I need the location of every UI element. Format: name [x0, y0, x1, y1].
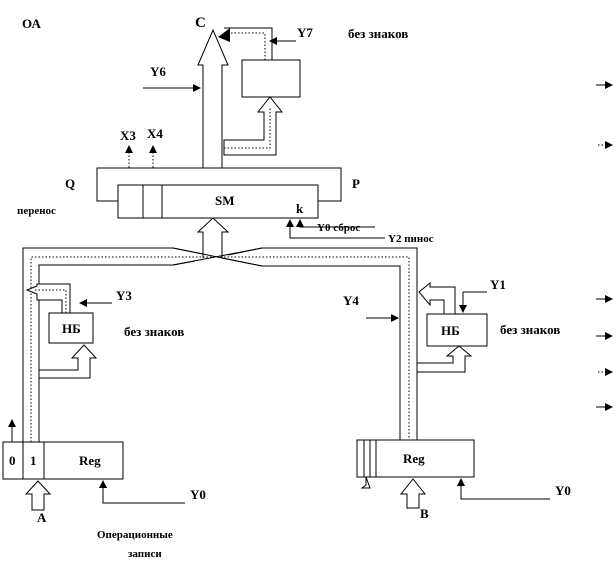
label-perenos: перенос	[17, 205, 56, 217]
label-sm: SM	[215, 193, 235, 208]
sm-to-block-dotted	[224, 108, 271, 149]
input-b-arrow	[399, 478, 427, 509]
label-k: k	[296, 201, 304, 216]
label-y4: Y4	[343, 293, 359, 308]
nb-right-block	[426, 313, 488, 347]
label-y7: Y7	[297, 25, 313, 40]
label-bez-znakov-left: без знаков	[124, 324, 184, 339]
label-y0-right: Y0	[555, 483, 571, 498]
label-y0-left: Y0	[190, 487, 206, 502]
label-oa: ОА	[22, 16, 41, 31]
nb-left-output-dotted	[34, 289, 67, 313]
label-bez-znakov-top: без знаков	[348, 26, 408, 41]
y0-right-arrow	[457, 478, 550, 500]
y0-left-arrow	[99, 480, 185, 504]
label-y2-pinos: Y2 пинос	[388, 233, 434, 245]
reg-right-ground-mark	[360, 476, 371, 489]
label-y0-sbros: Y0 сброс	[317, 222, 360, 234]
reg-left	[2, 441, 124, 480]
nb-left-block	[48, 312, 94, 344]
label-a: A	[37, 510, 47, 525]
label-zapisi: записи	[128, 548, 162, 560]
c-feedback-arrowhead	[218, 28, 230, 42]
label-c: С	[195, 15, 206, 31]
sm-input-arrow	[196, 217, 230, 258]
block-to-c-line	[224, 27, 273, 60]
label-bit-0: 0	[9, 453, 16, 468]
label-nb-left: НБ	[62, 321, 81, 336]
bus-right-outer	[227, 247, 418, 442]
y0-reset-arrow	[296, 219, 375, 228]
label-b: B	[420, 506, 429, 521]
block-to-c-dotted	[225, 32, 266, 60]
output-bus-arrow	[197, 28, 229, 185]
label-reg-left: Reg	[79, 453, 101, 468]
bus-left-outer	[22, 247, 401, 442]
nb-right-output-arrow	[418, 281, 456, 315]
input-a-arrow	[24, 480, 52, 511]
bus-cross	[172, 247, 263, 267]
shift-block	[241, 59, 301, 98]
sm-to-block-arrow	[223, 96, 284, 156]
label-y3: Y3	[116, 288, 132, 303]
label-q: Q	[65, 176, 75, 191]
label-operatsionnye: Операционные	[97, 529, 173, 541]
label-nb-right: НБ	[441, 323, 460, 338]
label-bez-znakov-right: без знаков	[500, 322, 560, 337]
nb-left-output-arrow	[25, 283, 71, 314]
label-x3: X3	[120, 128, 136, 143]
label-x4: X4	[147, 126, 163, 141]
label-y6: Y6	[150, 64, 166, 79]
label-reg-right: Reg	[403, 451, 425, 466]
label-y1: Y1	[490, 277, 506, 292]
bus-center-dotted	[30, 256, 410, 442]
nb-right-input-arrow	[416, 345, 473, 373]
y2-carry-arrow	[286, 219, 385, 239]
sm-adder	[117, 184, 319, 219]
label-p: P	[352, 176, 360, 191]
nb-left-input-arrow	[38, 344, 98, 379]
label-bit-1: 1	[30, 453, 37, 468]
